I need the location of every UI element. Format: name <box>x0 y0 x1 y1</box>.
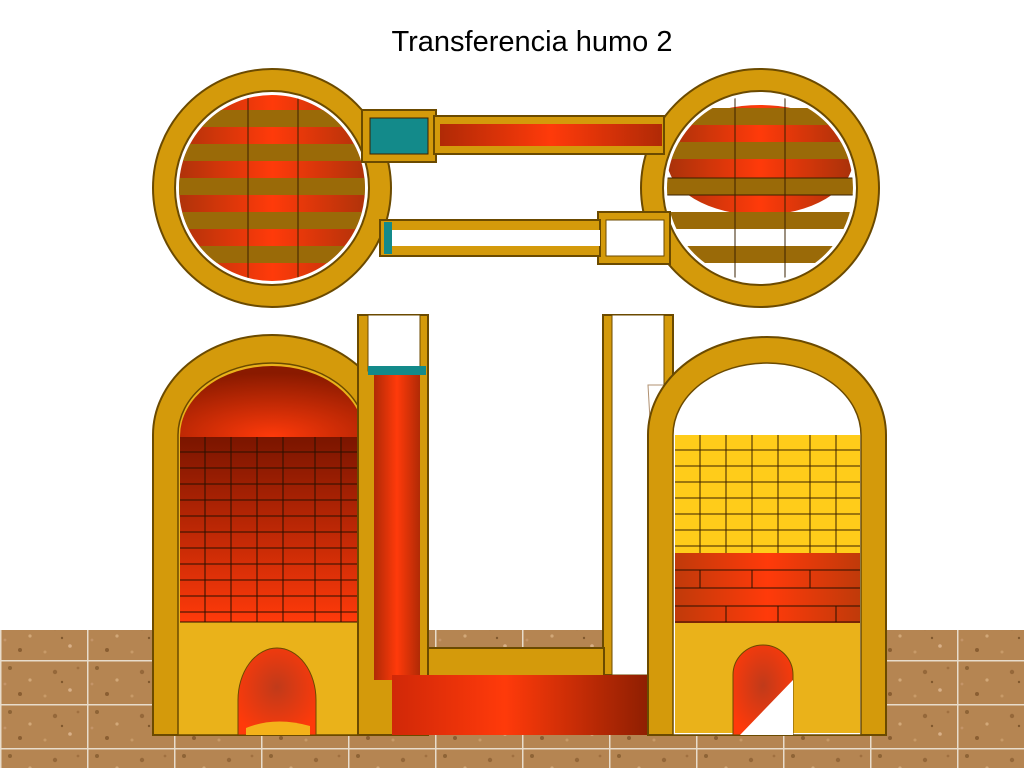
flue-hot-gas <box>392 675 674 735</box>
top-upper-damper <box>369 117 429 155</box>
section-left-kiln <box>152 334 392 736</box>
underground-flue <box>392 647 674 735</box>
left-kiln-brick-stack <box>180 437 365 622</box>
right-kiln-cold-brick-grid <box>675 435 860 553</box>
left-kiln-door <box>237 647 317 736</box>
left-kiln-firebox-glow <box>246 721 310 735</box>
top-upper-duct <box>361 109 665 163</box>
top-lower-damper <box>384 222 392 254</box>
top-lower-duct <box>379 211 671 265</box>
top-right-brick-layers <box>667 95 853 281</box>
top-left-brick-layers <box>179 95 365 281</box>
section-right-kiln <box>647 336 887 736</box>
top-view-left-kiln <box>152 68 392 308</box>
left-kiln-hot-dome <box>180 366 364 437</box>
left-duct-damper <box>368 366 426 375</box>
diagram-title: Transferencia humo 2 <box>391 26 673 58</box>
left-kiln-brick-grid <box>180 437 365 623</box>
right-kiln-cold-bricks <box>675 435 860 553</box>
left-vertical-duct <box>357 314 429 736</box>
right-kiln-heated-brick-grid <box>675 569 860 623</box>
top-view-right-kiln <box>640 68 880 308</box>
